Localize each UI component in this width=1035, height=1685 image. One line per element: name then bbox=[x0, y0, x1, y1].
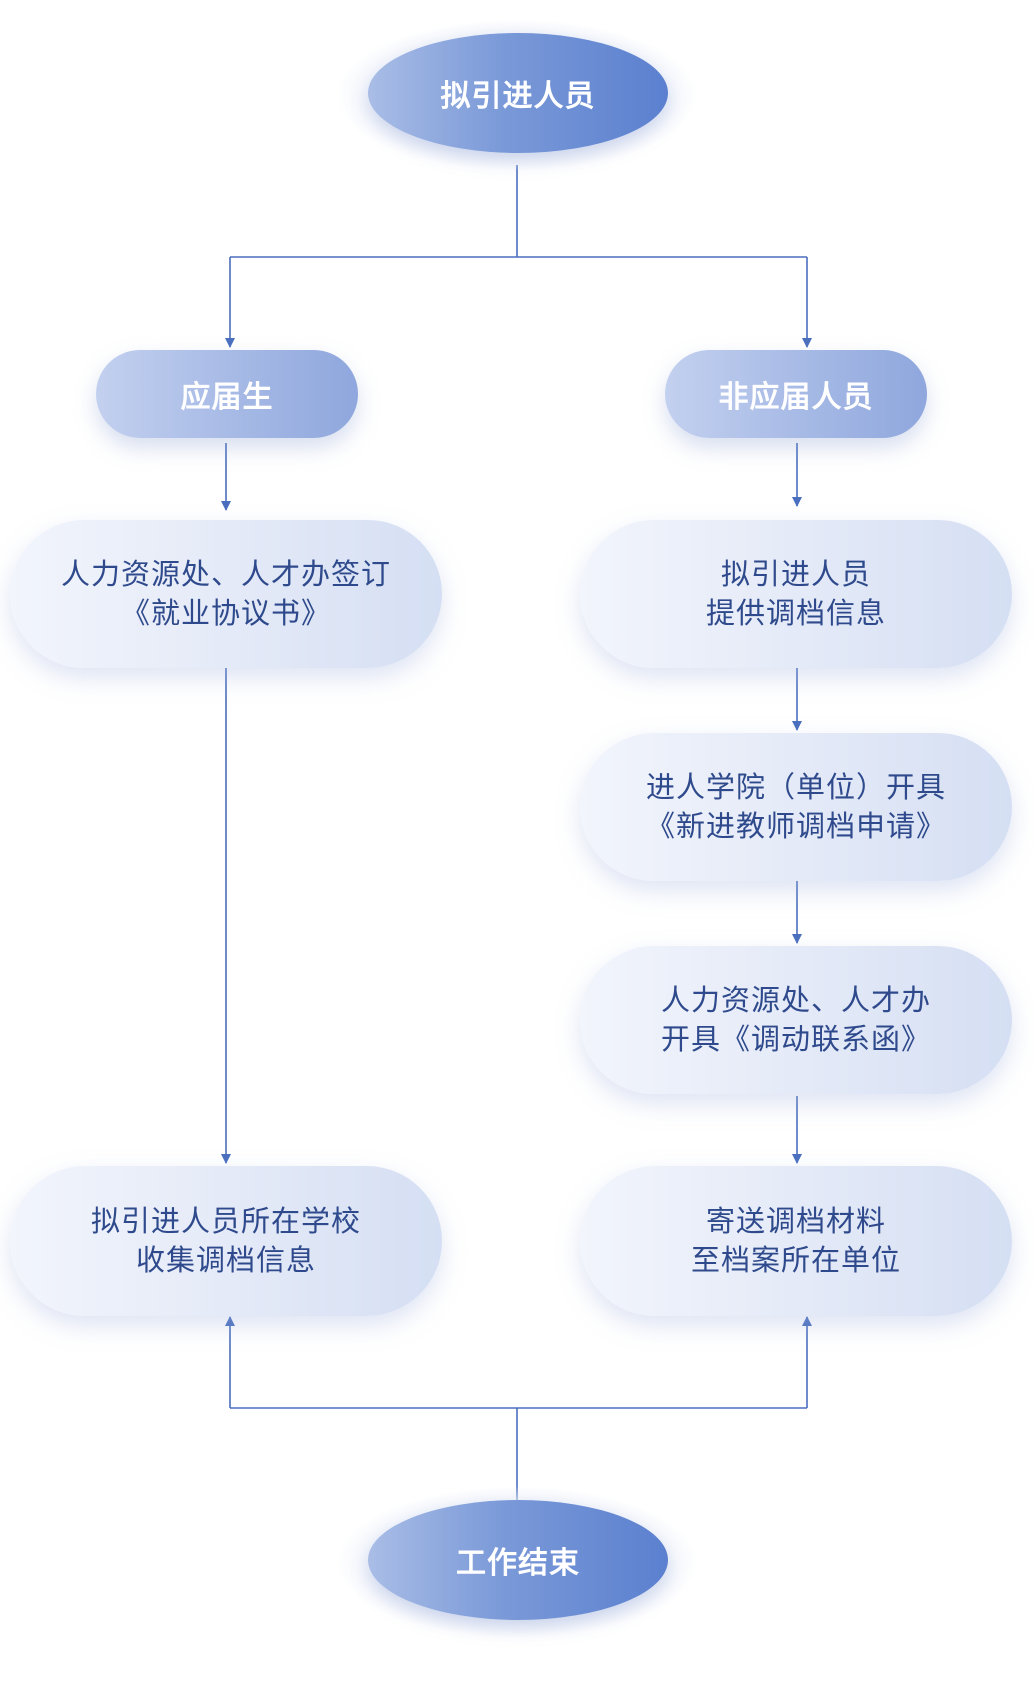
step-text-line1: 进人学院（单位）开具 bbox=[645, 770, 946, 804]
step-text-line2: 提供调档信息 bbox=[705, 596, 886, 630]
graduate-node: 应届生 bbox=[96, 350, 358, 438]
step-text-line2: 《新进教师调档申请》 bbox=[645, 809, 946, 843]
end-label: 工作结束 bbox=[456, 1546, 580, 1581]
step-text-line1: 寄送调档材料 bbox=[705, 1204, 886, 1238]
end-node: 工作结束 bbox=[368, 1500, 668, 1620]
step-text-line2: 开具《调动联系函》 bbox=[660, 1022, 931, 1056]
step-text-line1: 拟引进人员 bbox=[720, 557, 871, 591]
start-label: 拟引进人员 bbox=[440, 79, 596, 114]
graduate-step-collect-info: 拟引进人员所在学校 收集调档信息 bbox=[10, 1166, 442, 1316]
step-text-line2: 收集调档信息 bbox=[135, 1243, 316, 1277]
graduate-label: 应届生 bbox=[180, 380, 274, 415]
non-graduate-label: 非应届人员 bbox=[718, 380, 874, 415]
non-graduate-node: 非应届人员 bbox=[665, 350, 927, 438]
non-graduate-step-provide-info: 拟引进人员 提供调档信息 bbox=[580, 520, 1012, 668]
graduate-step-sign-agreement: 人力资源处、人才办签订 《就业协议书》 bbox=[10, 520, 442, 668]
non-graduate-step-send-materials: 寄送调档材料 至档案所在单位 bbox=[580, 1166, 1012, 1316]
step-text-line2: 至档案所在单位 bbox=[690, 1243, 901, 1277]
step-text-line1: 拟引进人员所在学校 bbox=[90, 1204, 361, 1238]
step-text-line1: 人力资源处、人才办 bbox=[660, 983, 931, 1017]
non-graduate-step-contact-letter: 人力资源处、人才办 开具《调动联系函》 bbox=[580, 946, 1012, 1094]
step-text-line1: 人力资源处、人才办签订 bbox=[60, 557, 391, 591]
start-node: 拟引进人员 bbox=[368, 33, 668, 153]
non-graduate-step-application: 进人学院（单位）开具 《新进教师调档申请》 bbox=[580, 733, 1012, 881]
step-text-line2: 《就业协议书》 bbox=[120, 596, 331, 630]
